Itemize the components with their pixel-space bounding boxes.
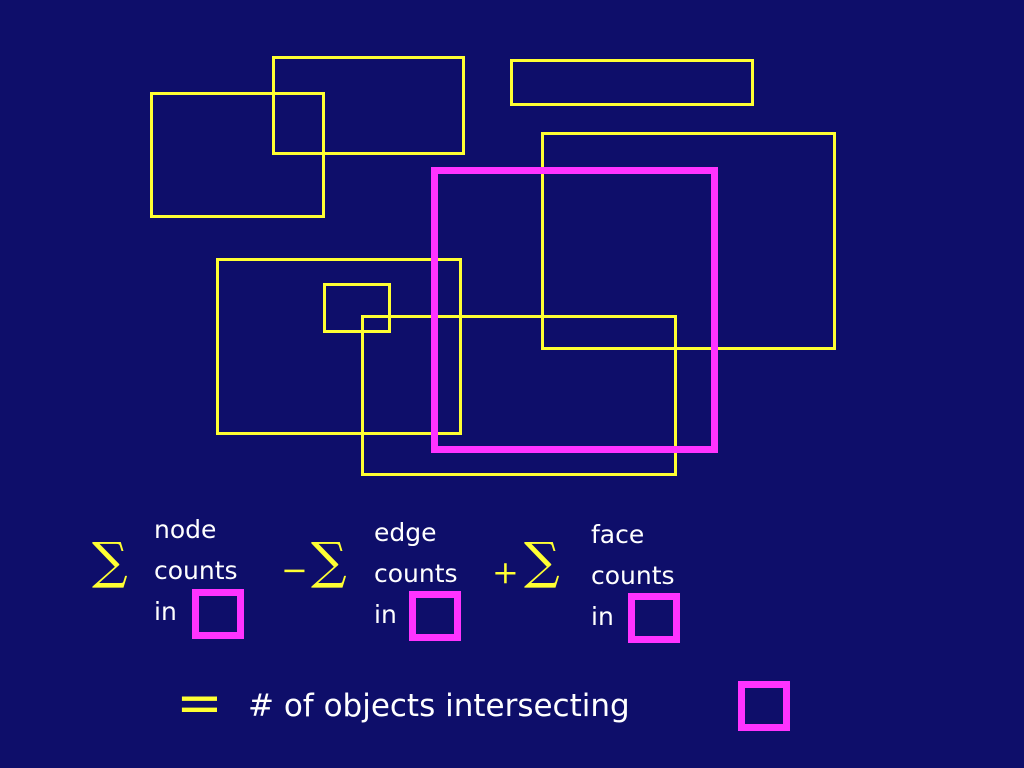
node-sum-symbol: ∑ <box>92 532 128 590</box>
object-rect-6 <box>323 283 391 333</box>
node-text-line-3: in <box>154 597 177 626</box>
minus-symbol: − <box>281 551 308 589</box>
node-text-line-2: counts <box>154 556 238 585</box>
object-rect-4 <box>541 132 836 350</box>
object-rect-7 <box>361 315 677 476</box>
plus-symbol: + <box>492 553 519 591</box>
object-rect-2 <box>272 56 465 155</box>
face-query-box <box>628 593 680 643</box>
face-text-line-2: counts <box>591 561 675 590</box>
result-query-box <box>738 681 790 731</box>
result-text: # of objects intersecting <box>248 688 630 724</box>
object-rect-5 <box>216 258 462 435</box>
face-text-line-3: in <box>591 602 614 631</box>
object-rect-3 <box>510 59 754 106</box>
object-rect-1 <box>150 92 325 218</box>
equals-symbol: = <box>176 671 223 736</box>
edge-query-box <box>409 591 461 641</box>
edge-sum-symbol: ∑ <box>311 532 347 590</box>
node-query-box <box>192 589 244 639</box>
node-text-line-1: node <box>154 515 217 544</box>
edge-text-line-1: edge <box>374 518 437 547</box>
edge-text-line-2: counts <box>374 559 458 588</box>
face-sum-symbol: ∑ <box>524 532 560 590</box>
edge-text-line-3: in <box>374 600 397 629</box>
face-text-line-1: face <box>591 520 645 549</box>
query-rect <box>431 167 718 453</box>
